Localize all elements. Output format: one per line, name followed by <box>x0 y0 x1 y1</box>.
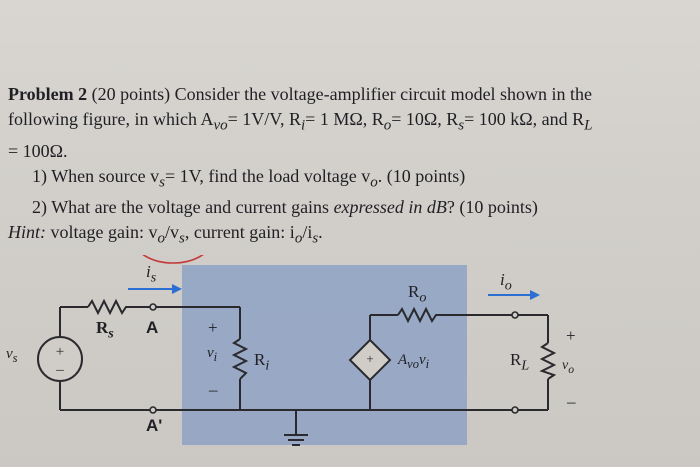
problem-text: Problem 2 (20 points) Consider the volta… <box>8 82 688 252</box>
label-io-main: i <box>500 270 505 289</box>
label-vo-minus: – <box>567 392 576 411</box>
terminal-out-top <box>511 311 519 319</box>
rs-sub: s <box>458 117 465 134</box>
intro-3: = 100Ω. <box>8 140 68 161</box>
q2-text: What are the voltage and current gains <box>51 197 334 218</box>
label-ro-main: R <box>408 282 420 301</box>
label-rs: Rs <box>96 318 114 342</box>
voltage-source-vs <box>37 336 83 382</box>
rs-val: = 100 kΩ, and R <box>464 109 585 129</box>
problem-heading: Problem 2 <box>8 84 88 104</box>
ro-sub: o <box>383 117 392 134</box>
label-vi-minus: – <box>209 380 218 399</box>
dependent-source <box>348 338 392 382</box>
hint-mid: /v <box>164 222 179 243</box>
label-ri-sub: i <box>265 357 270 374</box>
label-dep-sub: vo <box>407 357 419 371</box>
circuit-diagram: + – + <box>37 255 557 446</box>
intro-2-rest: = 1V/V, R <box>227 109 301 129</box>
question-2: 2) What are the voltage and current gain… <box>8 195 688 220</box>
label-ri-main: R <box>254 350 266 369</box>
label-is-main: i <box>146 262 151 281</box>
label-rs-main: R <box>96 318 109 337</box>
terminal-a-prime <box>149 406 157 414</box>
label-rl: RL <box>510 350 529 374</box>
label-is-sub: s <box>150 269 157 286</box>
label-io: io <box>500 270 512 294</box>
q1-sub: s <box>159 174 165 191</box>
hint-line: Hint: voltage gain: vo/vs, current gain:… <box>8 220 688 252</box>
terminal-out-bottom <box>511 406 519 414</box>
label-is: is <box>146 262 156 286</box>
arrow-is-head <box>172 284 182 294</box>
rl-sub: L <box>584 117 593 134</box>
label-vs-main: v <box>6 346 13 362</box>
label-ro-sub: o <box>419 289 427 306</box>
hint-sub2: s <box>179 230 185 247</box>
hint-end: . <box>318 222 323 243</box>
hint-text: voltage gain: v <box>46 222 158 243</box>
q1-text: When source v <box>51 165 160 186</box>
q2-italic: expressed in dB <box>333 197 447 218</box>
label-rs-sub: s <box>108 325 114 342</box>
label-vi-main: v <box>207 345 214 361</box>
hint-mid3: /i <box>302 222 313 243</box>
vs-minus: – <box>55 362 64 378</box>
resistor-rl <box>539 342 557 380</box>
ro-val: = 10Ω, R <box>391 109 459 129</box>
label-dep-v-sub: i <box>425 357 430 371</box>
resistor-ri <box>231 338 249 380</box>
label-ri: Ri <box>254 350 269 374</box>
q1-end: . (10 points) <box>377 165 466 186</box>
label-node-a: A <box>146 318 159 337</box>
q1-sub2: o <box>370 174 378 191</box>
label-dep-source: Avovi <box>398 352 429 372</box>
resistor-rs <box>87 298 130 316</box>
label-vo-sub: o <box>568 362 575 376</box>
resistor-ro <box>397 306 440 324</box>
q1-number: 1) <box>32 165 47 186</box>
label-rl-sub: L <box>521 357 530 374</box>
hint-sub3: o <box>294 230 303 247</box>
label-vo-main: v <box>562 358 569 373</box>
circle-annotation <box>142 255 204 264</box>
label-vi-sub: i <box>213 350 218 364</box>
label-vs: vs <box>6 346 18 366</box>
label-vi: vi <box>207 345 217 365</box>
avo-sub: vo <box>213 117 228 134</box>
terminal-a <box>149 303 157 311</box>
vs-plus: + <box>56 344 64 360</box>
label-rl-main: R <box>510 350 522 369</box>
q2-end: ? (10 points) <box>446 197 538 218</box>
problem-line-1: Problem 2 (20 points) Consider the volta… <box>8 82 688 107</box>
label-vi-plus: + <box>208 318 218 337</box>
dep-plus: + <box>366 351 373 366</box>
hint-label: Hint: <box>8 222 46 243</box>
label-vs-sub: s <box>12 351 18 365</box>
amplifier-shaded-box <box>182 265 467 445</box>
problem-line-2: following figure, in which Avo= 1V/V, Ri… <box>8 107 688 139</box>
label-dep-main: A <box>398 352 408 368</box>
label-vo: vo <box>562 358 574 376</box>
arrow-io-head <box>530 290 540 300</box>
q1-rest: = 1V, find the load voltage v <box>165 165 371 186</box>
label-ro: Ro <box>408 282 426 306</box>
hint-mid2: , current gain: i <box>184 222 295 243</box>
label-vo-plus: + <box>566 326 576 345</box>
intro-2: following figure, in which A <box>8 109 214 129</box>
problem-line-3: = 100Ω. <box>8 139 688 164</box>
hint-sub1: o <box>157 230 165 247</box>
q2-number: 2) <box>32 197 47 218</box>
hint-sub4: s <box>312 230 319 247</box>
problem-points: (20 points) <box>91 84 171 104</box>
ri-sub: i <box>301 117 306 134</box>
label-io-sub: o <box>504 277 512 294</box>
label-node-a-prime: A' <box>146 416 163 435</box>
question-1: 1) When source vs= 1V, find the load vol… <box>8 164 688 196</box>
label-dep-v: v <box>418 352 426 368</box>
problem-intro-1: Consider the voltage-amplifier circuit m… <box>174 84 593 104</box>
ri-val: = 1 MΩ, R <box>305 109 384 129</box>
